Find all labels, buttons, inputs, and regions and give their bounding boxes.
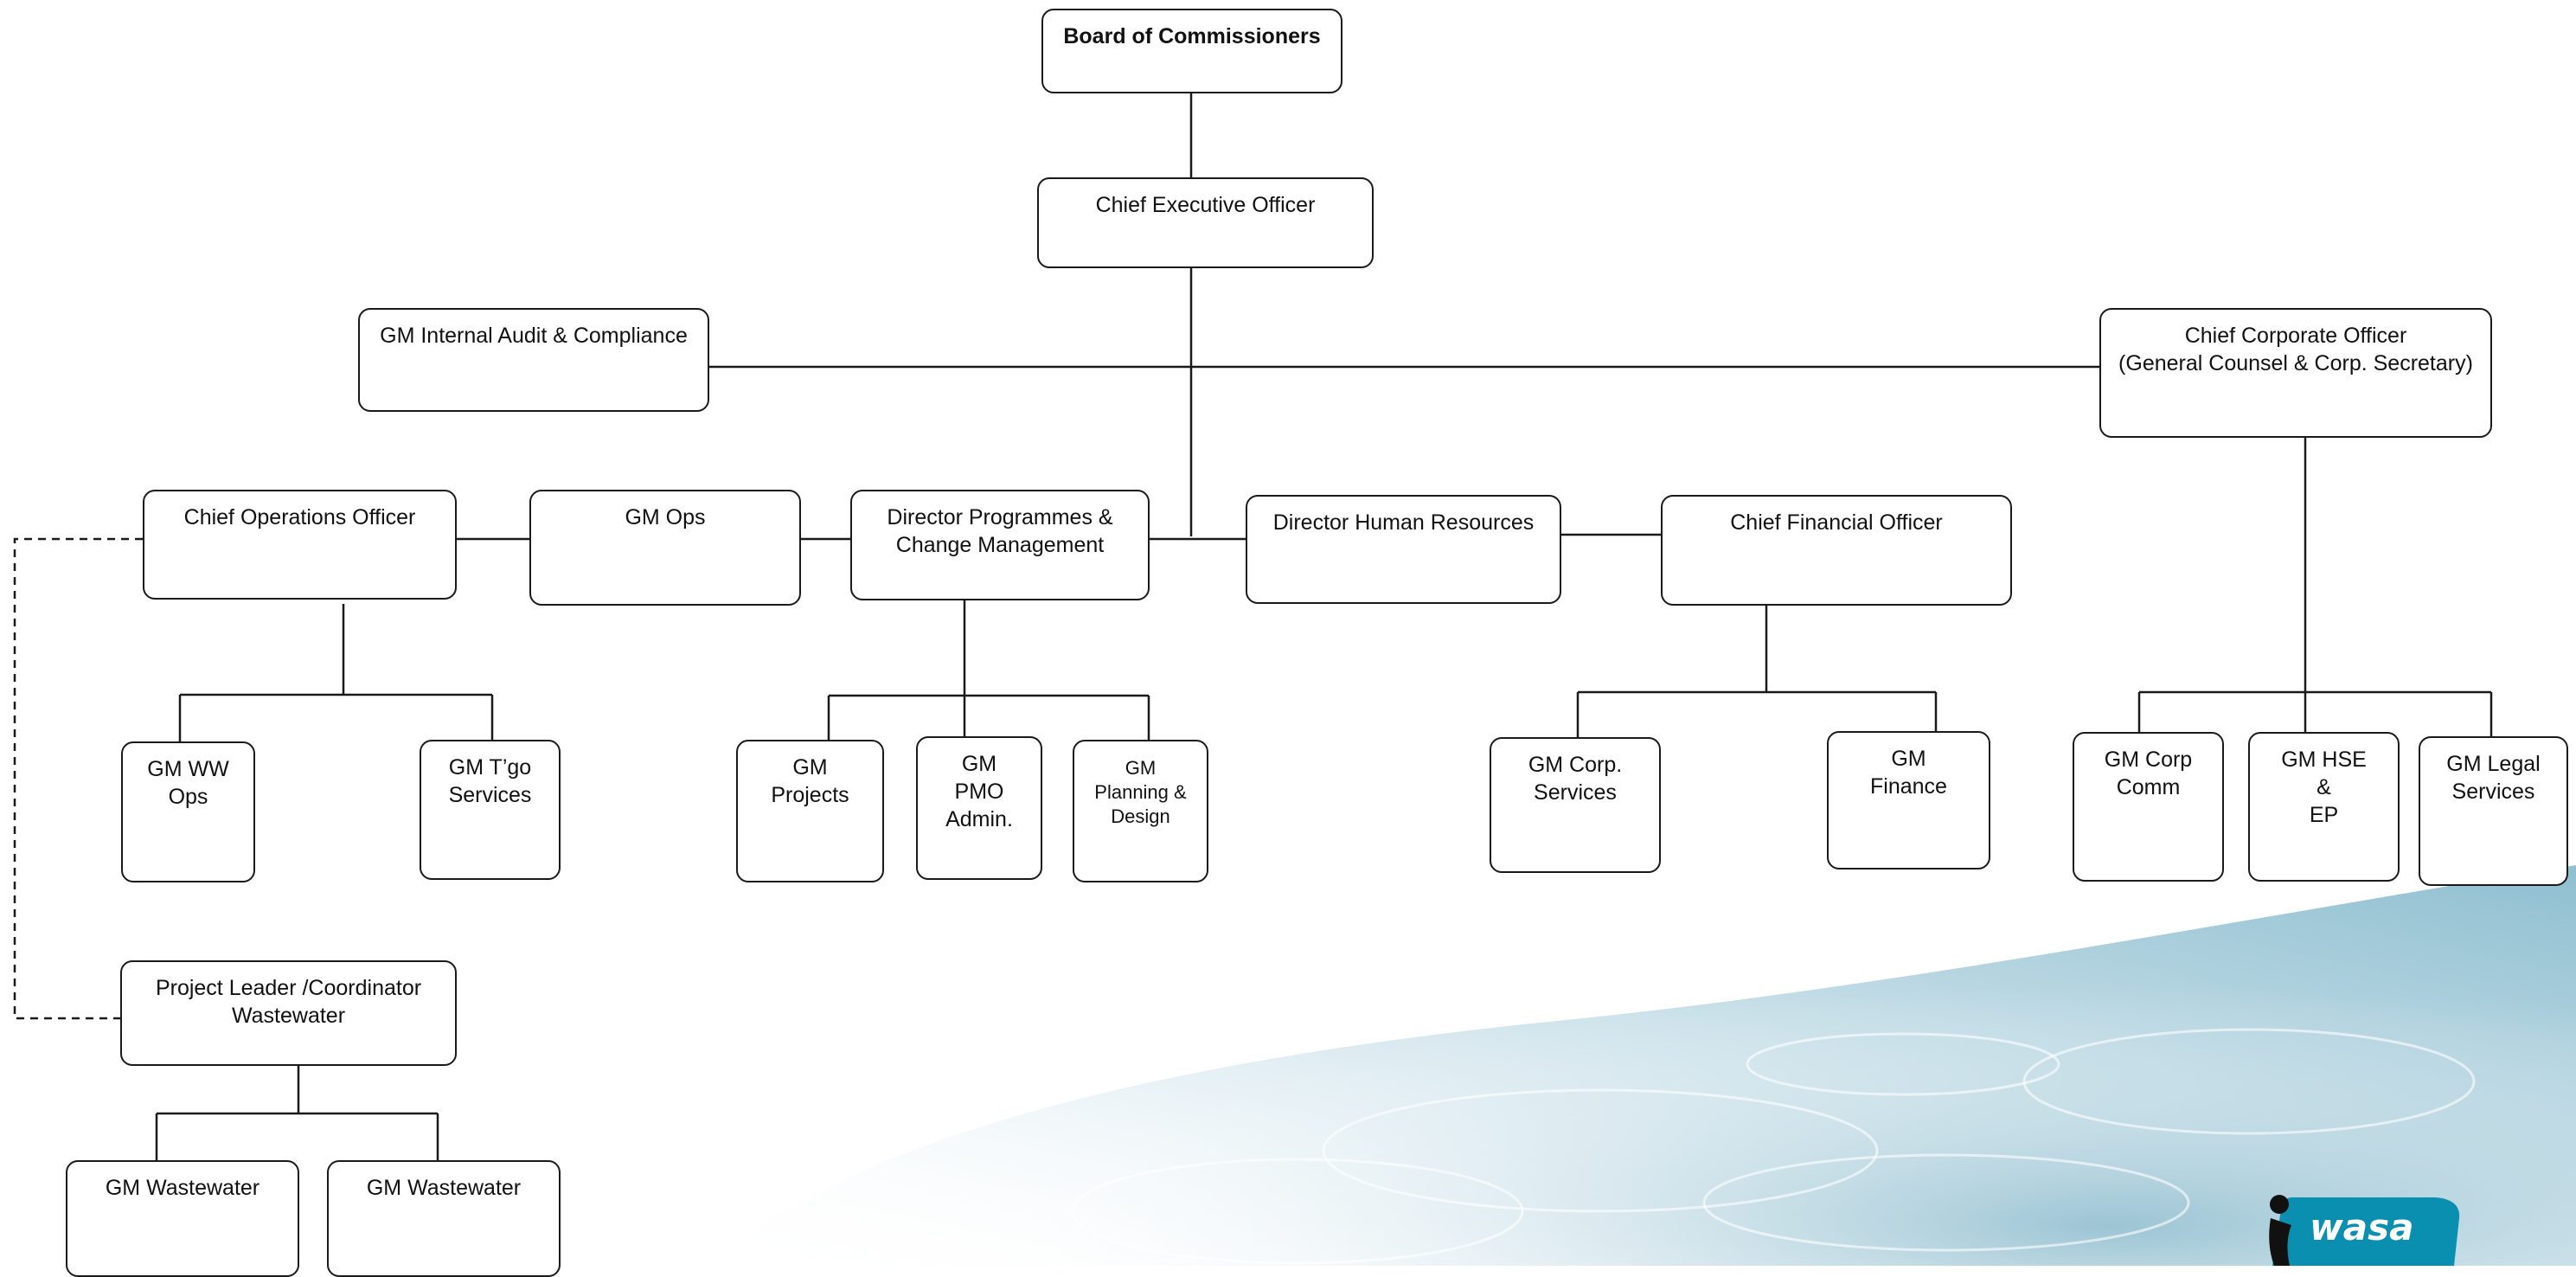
- director-hr-label: Director Human Resources: [1272, 510, 1535, 535]
- gm-pmo-admin-box: GM PMO Admin.: [916, 736, 1042, 880]
- gm-pmo-admin-label: GM PMO Admin.: [945, 752, 1013, 831]
- internal-audit-box: GM Internal Audit & Compliance: [358, 308, 709, 412]
- gm-tgo-services-box: GM T’go Services: [420, 740, 561, 880]
- gm-finance-label: GM Finance: [1870, 747, 1947, 799]
- gm-finance-box: GM Finance: [1827, 731, 1990, 870]
- cfo-box: Chief Financial Officer: [1661, 495, 2012, 606]
- gm-planning-design-box: GM Planning & Design: [1073, 740, 1208, 882]
- gm-corp-comm-box: GM Corp Comm: [2073, 732, 2224, 882]
- gm-ww-ops-box: GM WW Ops: [121, 741, 255, 882]
- gm-hse-ep-box: GM HSE & EP: [2248, 732, 2400, 882]
- gm-legal-services-label: GM Legal Services: [2446, 752, 2541, 804]
- gm-projects-label: GM Projects: [771, 755, 849, 807]
- gm-wastewater-box-1: GM Wastewater: [66, 1160, 299, 1277]
- gm-tgo-services-label: GM T’go Services: [448, 755, 532, 807]
- ceo-label: Chief Executive Officer: [1095, 193, 1316, 217]
- gm-hse-ep-label: GM HSE & EP: [2281, 748, 2367, 827]
- gm-ww-ops-label: GM WW Ops: [147, 757, 229, 809]
- gm-ops-box: GM Ops: [529, 490, 801, 606]
- gm-corp-services-box: GM Corp. Services: [1490, 737, 1661, 873]
- board-of-commissioners-label: Board of Commissioners: [1063, 24, 1321, 48]
- gm-wastewater-box-2: GM Wastewater: [327, 1160, 561, 1277]
- project-leader-label: Project Leader /Coordinator Wastewater: [155, 976, 422, 1028]
- director-hr-box: Director Human Resources: [1246, 495, 1561, 604]
- gm-corp-comm-label: GM Corp Comm: [2104, 748, 2193, 799]
- wasa-logo: wasa: [2269, 1195, 2460, 1266]
- coo-label: Chief Operations Officer: [183, 505, 416, 529]
- gm-legal-services-box: GM Legal Services: [2419, 736, 2568, 886]
- gm-projects-box: GM Projects: [736, 740, 884, 882]
- gm-wastewater-label-2: GM Wastewater: [366, 1176, 522, 1200]
- board-of-commissioners-box: Board of Commissioners: [1041, 9, 1342, 93]
- gm-ops-label: GM Ops: [625, 505, 706, 529]
- gm-planning-design-label: GM Planning & Design: [1094, 757, 1187, 827]
- internal-audit-label: GM Internal Audit & Compliance: [380, 324, 688, 348]
- cco-box: Chief Corporate Officer (General Counsel…: [2099, 308, 2492, 438]
- coo-box: Chief Operations Officer: [143, 490, 457, 600]
- cco-label: Chief Corporate Officer (General Counsel…: [2118, 324, 2473, 375]
- gm-corp-services-label: GM Corp. Services: [1528, 753, 1623, 805]
- director-programmes-box: Director Programmes & Change Management: [850, 490, 1150, 600]
- project-leader-box: Project Leader /Coordinator Wastewater: [120, 960, 457, 1066]
- gm-wastewater-label-1: GM Wastewater: [105, 1176, 260, 1200]
- svg-text:wasa: wasa: [2310, 1206, 2413, 1248]
- cfo-label: Chief Financial Officer: [1730, 510, 1943, 535]
- director-programmes-label: Director Programmes & Change Management: [887, 505, 1113, 557]
- ceo-box: Chief Executive Officer: [1037, 177, 1374, 268]
